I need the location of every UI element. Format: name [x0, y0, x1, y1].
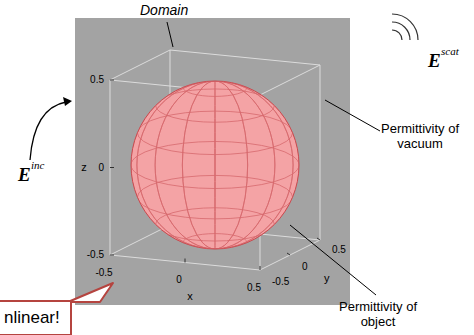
axis-label: x [187, 290, 193, 303]
axis-ticks [110, 80, 320, 270]
scatter-waves [392, 14, 418, 40]
plot-panel [75, 18, 350, 305]
callout-box: nlinear! [0, 300, 72, 335]
object-sphere [131, 78, 300, 251]
field-symbol: E [428, 50, 441, 72]
leader-line [167, 22, 173, 47]
tick-label: -0.5 [87, 249, 104, 261]
tick-label: 0.5 [90, 74, 104, 86]
field-superscript: inc [31, 159, 44, 172]
tick-label: 0 [98, 162, 104, 174]
sphere-mesh [131, 78, 300, 251]
tick-label: 0 [176, 274, 182, 286]
callout-label: Domain [140, 2, 188, 18]
field-superscript: scat [441, 45, 459, 58]
leader-line [325, 100, 380, 131]
callout-text: nlinear! [4, 308, 60, 328]
callout-label: Permittivity of vacuum [380, 122, 460, 152]
field-symbol: E [18, 164, 31, 186]
axis-label: y [324, 272, 330, 285]
incident-arrow [30, 102, 66, 160]
tick-label: 0 [302, 261, 308, 273]
callout-pointer [68, 283, 113, 302]
sphere-body [131, 81, 299, 249]
tick-label: 0.5 [332, 244, 346, 256]
domain-box [110, 50, 320, 270]
arrow-head [63, 97, 72, 106]
tick-label: 0.5 [247, 282, 261, 294]
tick-label: -0.5 [95, 267, 112, 279]
callout-label: Permittivity of object [336, 300, 420, 330]
leader-line [290, 225, 376, 295]
axis-label: z [81, 161, 87, 174]
tick-label: -0.5 [272, 276, 289, 288]
